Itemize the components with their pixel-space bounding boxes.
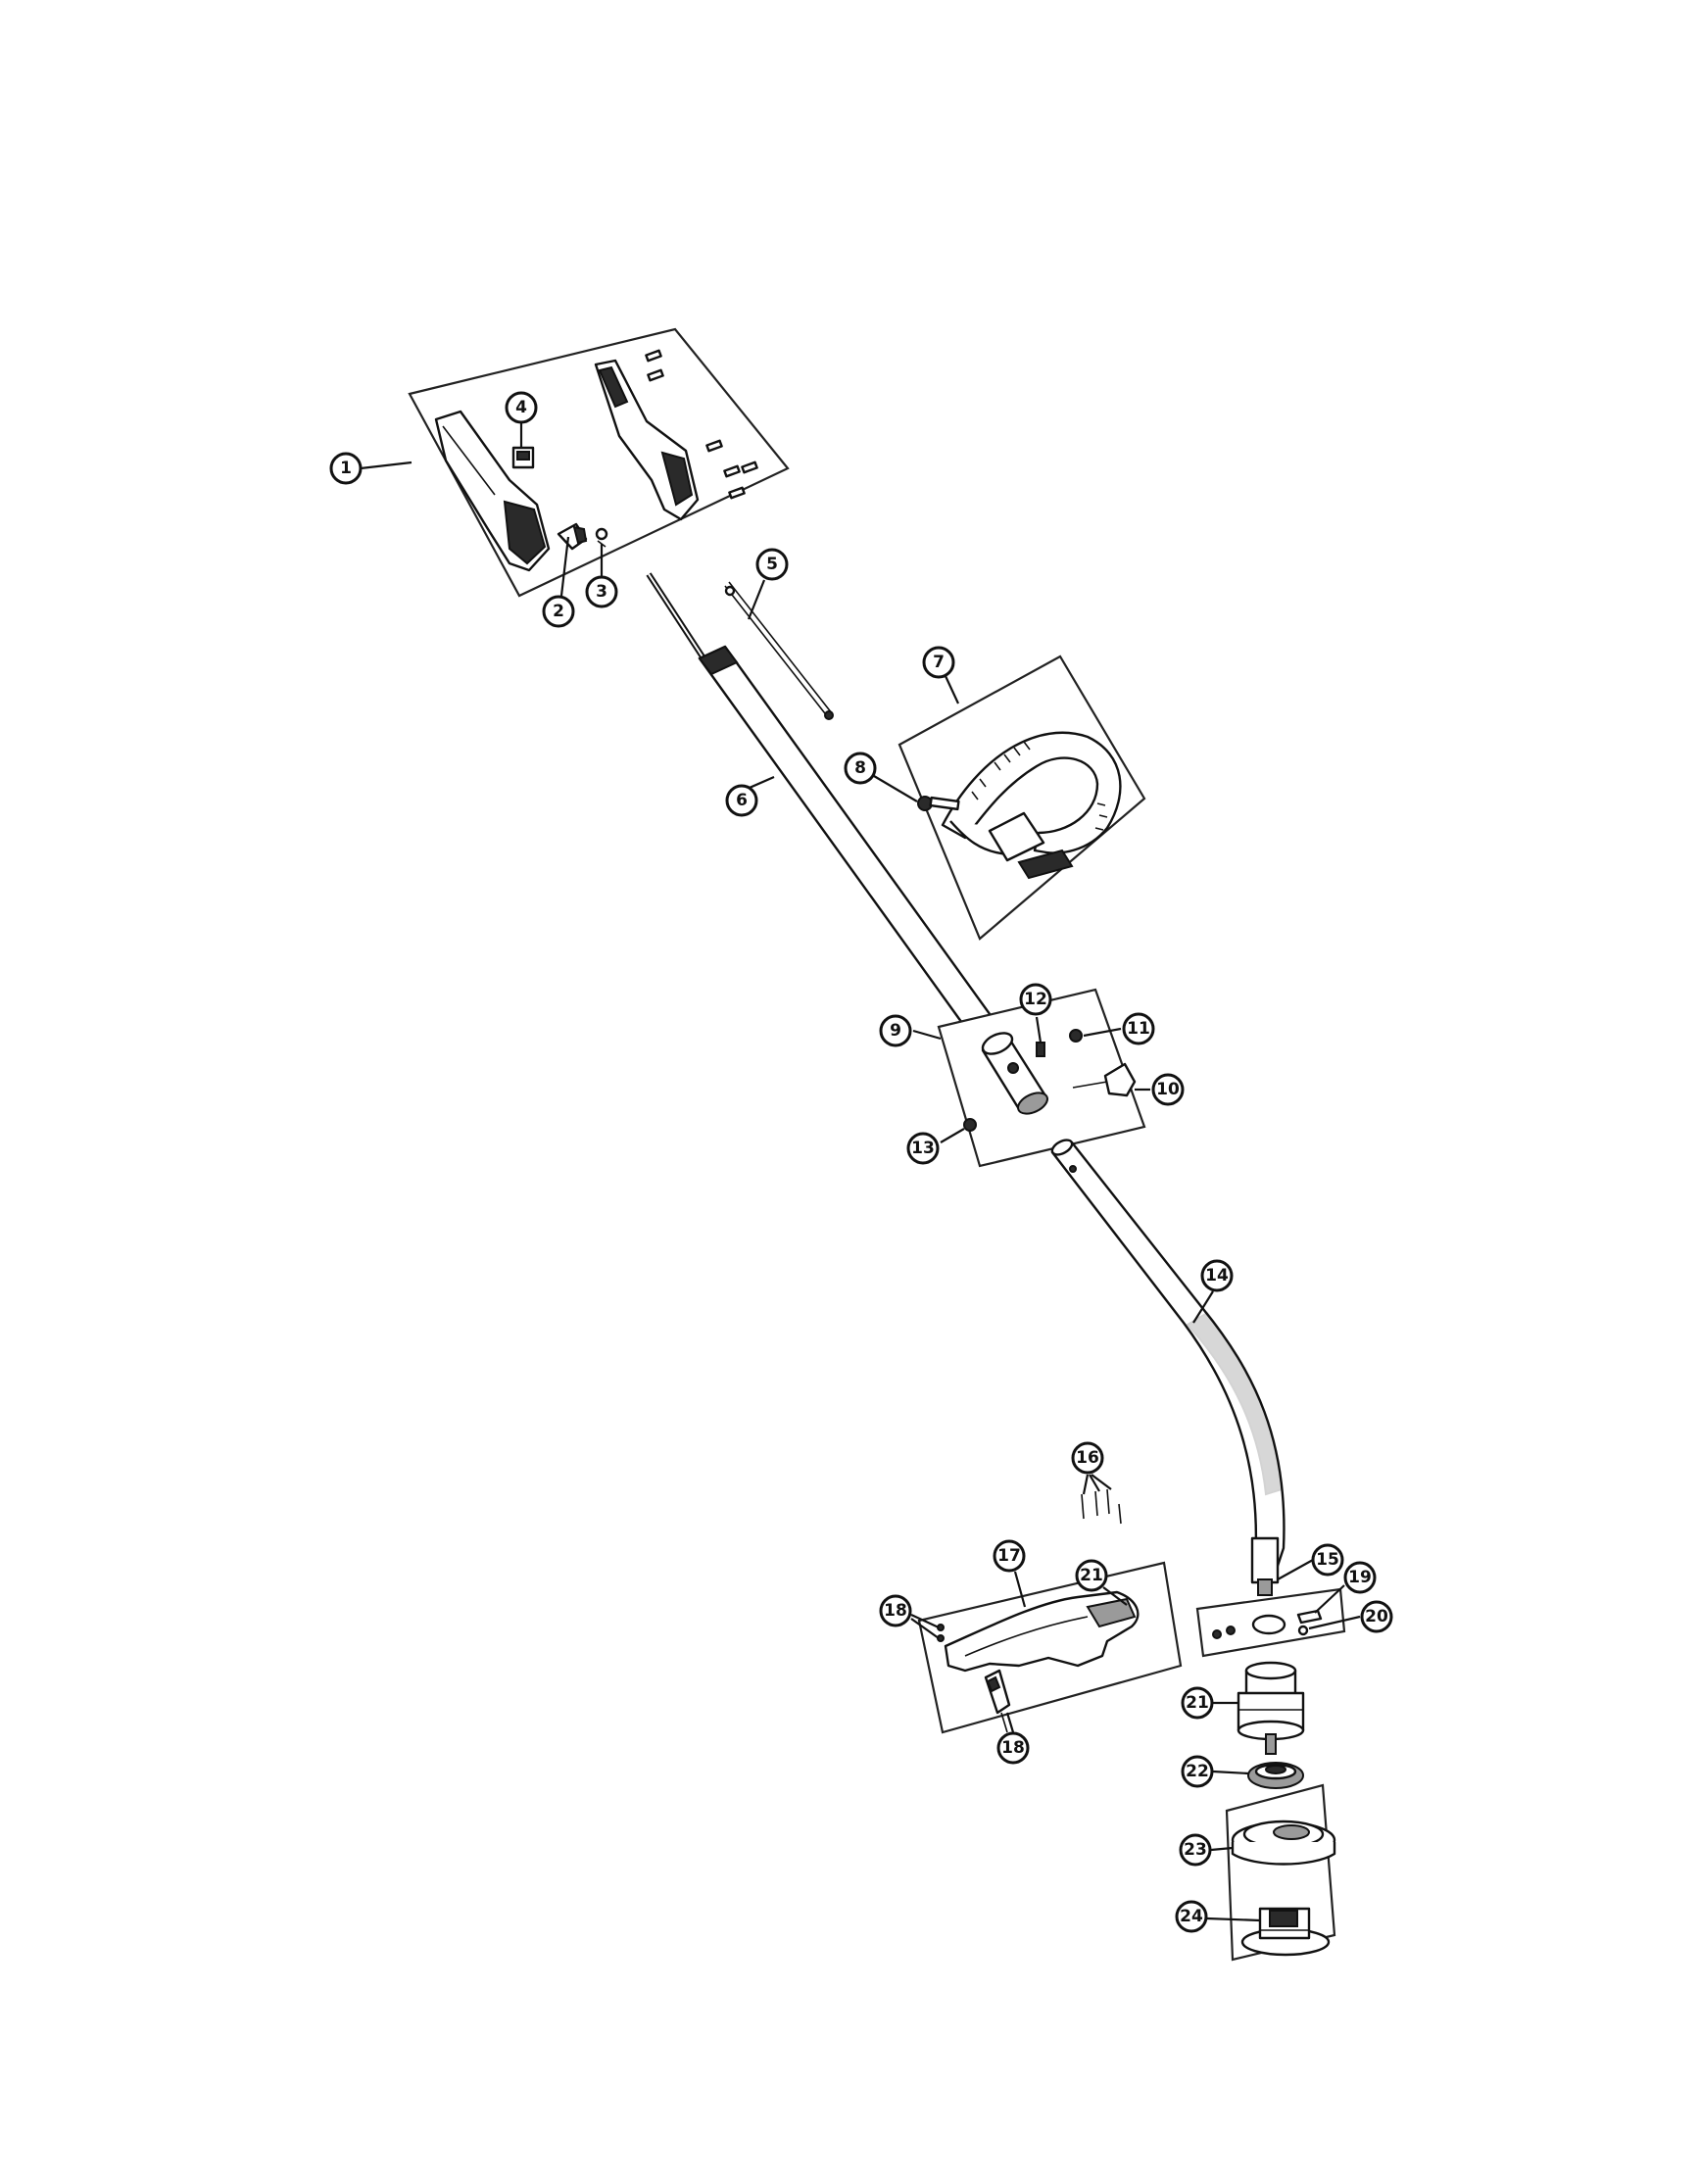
- housing-screws: [645, 349, 758, 500]
- svg-text:20: 20: [1365, 1607, 1388, 1626]
- switch-button: [511, 446, 535, 469]
- leader-lines: [360, 423, 1361, 1922]
- callout-7: 7: [922, 646, 955, 679]
- callout-18-cutter: 18: [996, 1731, 1030, 1765]
- callout-4: 4: [505, 391, 538, 424]
- spool-cover: [1240, 1907, 1331, 1957]
- callout-9: 9: [879, 1014, 912, 1047]
- drive-shaft: [646, 572, 710, 666]
- coupler-nut-upper: [1069, 1029, 1083, 1043]
- svg-text:9: 9: [890, 1021, 901, 1041]
- callout-12: 12: [1019, 983, 1052, 1016]
- guard-screws: [1081, 1488, 1122, 1525]
- callout-6: 6: [725, 784, 758, 817]
- callout-13: 13: [906, 1132, 940, 1165]
- callout-11: 11: [1122, 1012, 1155, 1045]
- callout-21-motor: 21: [1181, 1686, 1214, 1720]
- handle-housing-left-half: [434, 410, 551, 572]
- assist-handle: [941, 731, 1122, 880]
- spool: [1231, 1820, 1336, 1866]
- lower-tube: [1050, 1139, 1286, 1579]
- svg-text:21: 21: [1080, 1566, 1103, 1585]
- svg-text:13: 13: [911, 1139, 935, 1158]
- coupler-knob: [1072, 1062, 1137, 1097]
- svg-text:6: 6: [736, 791, 748, 810]
- svg-text:24: 24: [1180, 1907, 1203, 1926]
- coupler-pin: [1036, 1042, 1045, 1057]
- callout-17: 17: [993, 1539, 1026, 1573]
- svg-text:1: 1: [340, 459, 352, 478]
- svg-text:21: 21: [1186, 1693, 1209, 1713]
- callout-14: 14: [1200, 1259, 1234, 1292]
- motor-mount-plate: [1212, 1609, 1323, 1639]
- svg-text:18: 18: [1001, 1738, 1025, 1758]
- callout-3: 3: [585, 575, 618, 608]
- callout-19: 19: [1343, 1561, 1377, 1594]
- svg-text:5: 5: [766, 555, 778, 574]
- callout-15: 15: [1311, 1543, 1344, 1577]
- svg-text:3: 3: [596, 582, 607, 602]
- svg-text:12: 12: [1024, 990, 1047, 1009]
- callout-22: 22: [1181, 1755, 1214, 1788]
- switch-wire: [724, 581, 834, 720]
- svg-text:15: 15: [1316, 1550, 1339, 1570]
- coupler-nut-lower: [963, 1118, 977, 1132]
- callout-8: 8: [844, 752, 877, 785]
- coupler-body: [981, 1032, 1048, 1115]
- spool-retainer: [1247, 1762, 1304, 1789]
- assist-handle-group-box: [898, 655, 1146, 941]
- svg-text:2: 2: [553, 602, 564, 621]
- svg-text:17: 17: [997, 1546, 1021, 1566]
- svg-text:11: 11: [1127, 1019, 1150, 1039]
- callout-24: 24: [1175, 1900, 1208, 1933]
- assist-handle-bolt: [917, 796, 960, 811]
- callout-2: 2: [542, 595, 575, 628]
- svg-text:18: 18: [884, 1601, 907, 1621]
- motor: [1237, 1661, 1305, 1755]
- callout-23: 23: [1179, 1833, 1212, 1867]
- lower-tube-end: [1250, 1536, 1280, 1596]
- line-cutter: [984, 1669, 1011, 1733]
- svg-text:10: 10: [1156, 1080, 1180, 1099]
- svg-text:22: 22: [1186, 1762, 1209, 1781]
- svg-text:16: 16: [1076, 1448, 1099, 1468]
- svg-text:14: 14: [1205, 1266, 1229, 1286]
- callout-10: 10: [1151, 1073, 1185, 1106]
- svg-text:23: 23: [1184, 1840, 1207, 1860]
- callout-1: 1: [329, 452, 363, 485]
- svg-text:4: 4: [515, 398, 527, 417]
- svg-text:7: 7: [933, 653, 945, 672]
- svg-text:8: 8: [854, 758, 866, 778]
- callout-5: 5: [755, 548, 789, 581]
- svg-text:19: 19: [1348, 1568, 1372, 1587]
- guard: [944, 1590, 1140, 1673]
- callout-18-guard: 18: [879, 1594, 912, 1627]
- callout-21-guard: 21: [1075, 1559, 1108, 1592]
- spring-clip: [595, 527, 608, 548]
- callout-16: 16: [1071, 1441, 1104, 1475]
- callout-20: 20: [1360, 1600, 1393, 1633]
- handle-housing-right-half: [594, 359, 700, 521]
